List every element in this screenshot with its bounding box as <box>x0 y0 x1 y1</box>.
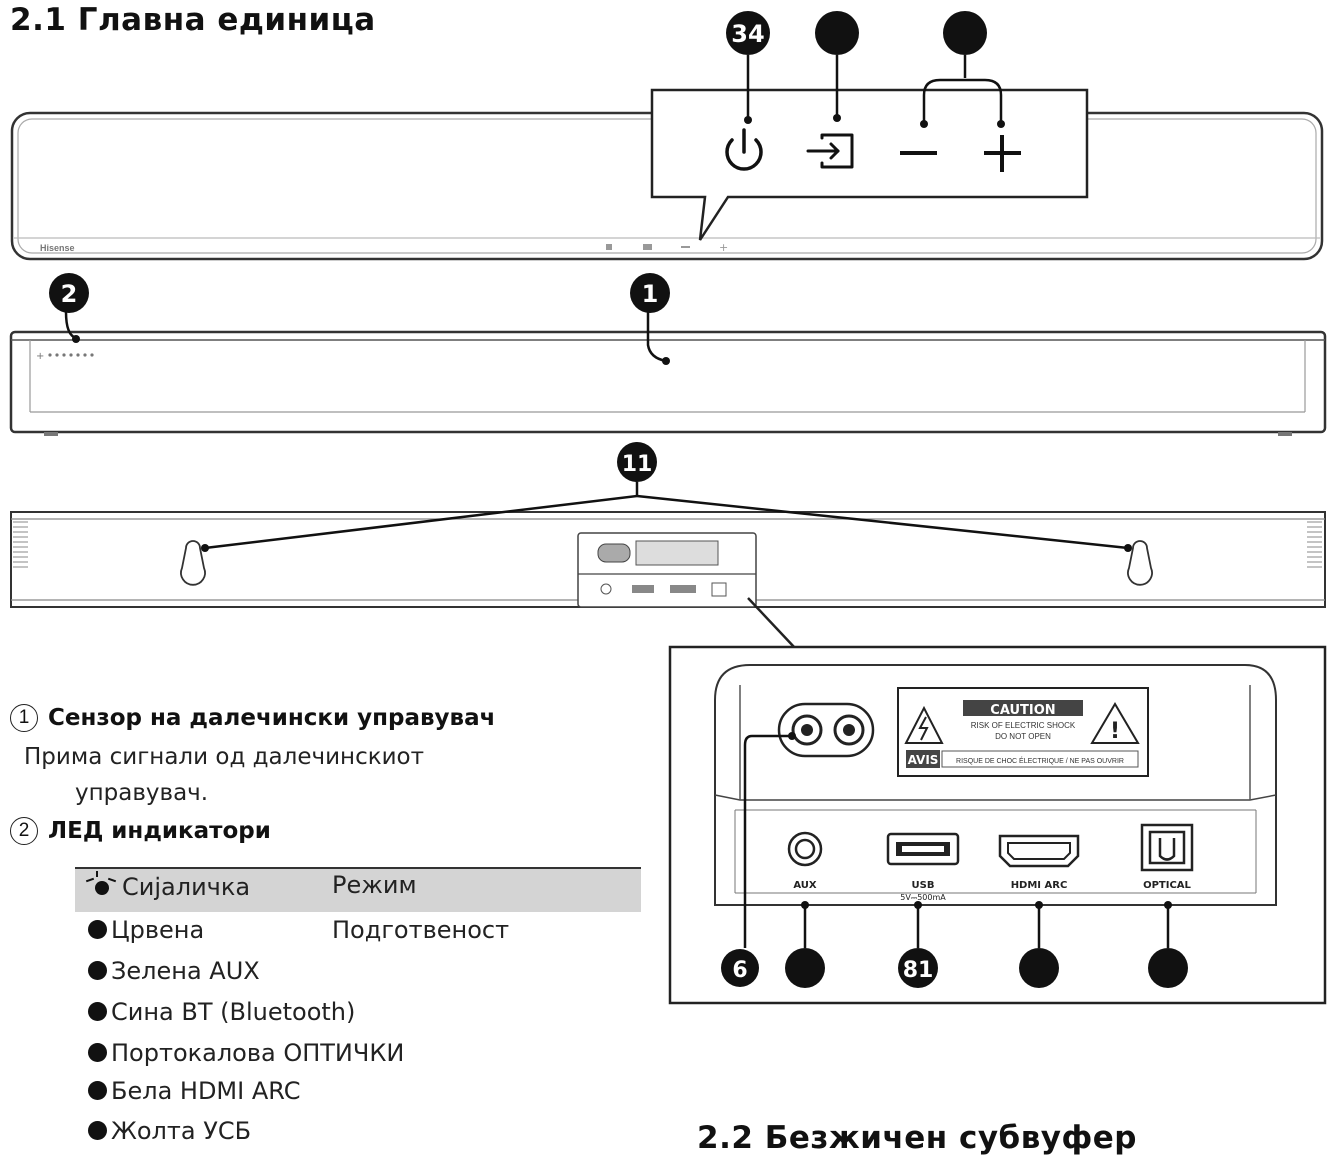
avis-label: AVIS <box>908 753 939 767</box>
soundbar-back-view: 11 <box>10 442 1326 608</box>
usb-port-icon <box>886 832 960 866</box>
port-label-hdmi: HDMI ARC <box>1011 880 1068 891</box>
legend-number-1: 1 <box>10 704 38 732</box>
led-dot-icon <box>88 920 107 939</box>
mini-plus-button: + <box>719 241 728 254</box>
mini-power-button <box>606 244 612 250</box>
callout-label-1: 1 <box>642 280 659 308</box>
led-dot-icon <box>88 1121 107 1140</box>
port-label-optical: OPTICAL <box>1143 880 1191 891</box>
led-row-blue: Сина BT (Bluetooth) <box>88 998 355 1026</box>
led-indicator-row: + <box>36 351 94 362</box>
avis-text: RISQUE DE CHOC ÉLECTRIQUE / NE PAS OUVRI… <box>956 756 1124 765</box>
light-bulb-icon <box>85 871 122 903</box>
led-row-green: Зелена AUX <box>88 957 260 985</box>
callout-bubble-sensor <box>630 273 670 313</box>
led-col-light-label: Сијаличка <box>122 873 251 901</box>
led-row-red: Црвена <box>88 916 204 944</box>
led-row-yellow: Жолта УСБ <box>88 1117 251 1145</box>
legend-item-2-title: 2 ЛЕД индикатори <box>10 817 271 845</box>
input-source-icon <box>806 133 854 169</box>
section-title-subwoofer: 2.2 Безжичен субвуфер <box>697 1120 1137 1156</box>
port-label-usb-rating: 5V⎓500mA <box>900 893 946 902</box>
callout-bubble-usb <box>898 948 938 988</box>
svg-text:+: + <box>36 351 44 362</box>
legend-item-1-desc-line2: управувач. <box>75 780 209 806</box>
led-table-header-light: Сијаличка <box>85 871 251 903</box>
port-label-usb: USB <box>912 880 935 891</box>
led-row-light: Црвена <box>111 916 205 944</box>
caution-line-2: DO NOT OPEN <box>995 732 1051 741</box>
callout-bubble-led <box>49 273 89 313</box>
led-dot-icon <box>88 1002 107 1021</box>
led-table-header-bg <box>75 869 641 912</box>
brand-logo: Hisense <box>40 243 75 253</box>
callout-bubble-source <box>815 11 859 55</box>
led-row-light: Портокалова ОПТИЧКИ <box>111 1039 405 1067</box>
svg-text:!: ! <box>1110 719 1120 744</box>
callout-bubble-volume <box>943 11 987 55</box>
power-icon <box>725 128 763 171</box>
led-row-red-mode: Подготвеност <box>332 916 510 944</box>
led-table-header-mode: Режим <box>332 871 417 899</box>
exclamation-triangle-icon <box>1090 702 1140 744</box>
led-dot-icon <box>88 1081 107 1100</box>
callout-label-81: 81 <box>903 958 934 983</box>
legend-title-1: Сензор на далечински управувач <box>48 705 496 731</box>
callout-label-2: 2 <box>61 280 78 308</box>
callout-bubble-optical <box>1148 948 1188 988</box>
led-row-white: Бела HDMI ARC <box>88 1077 301 1105</box>
power-socket-icon <box>777 702 875 758</box>
callout-label-11: 11 <box>622 452 653 477</box>
wall-mount-hole-right <box>1127 540 1153 586</box>
led-row-light: Зелена AUX <box>111 957 260 985</box>
caution-title: CAUTION <box>990 703 1055 718</box>
buttons-zoom-callout: 34 <box>650 11 1089 241</box>
warning-triangle-icon <box>904 705 944 744</box>
callout-bubble-mount <box>617 442 657 482</box>
callout-bubble-hdmi <box>1019 948 1059 988</box>
connector-zoom-panel: ! CAUTION RISK OF ELECTRIC SHOCK DO NOT … <box>668 597 1327 1005</box>
port-label-aux: AUX <box>793 880 817 891</box>
legend-item-1-desc-line1: Прима сигнали од далечинскиот <box>24 744 425 770</box>
legend-item-1-title: 1 Сензор на далечински управувач <box>10 704 495 732</box>
legend-title-2: ЛЕД индикатори <box>48 818 271 844</box>
callout-bubble-aux <box>785 948 825 988</box>
section-title-main-unit: 2.1 Главна единица <box>10 2 376 38</box>
volume-up-icon <box>984 135 1021 172</box>
aux-port-icon <box>787 831 823 867</box>
soundbar-front-view: + 2 1 <box>9 273 1327 436</box>
optical-port-icon <box>1140 823 1194 872</box>
led-row-light: Бела HDMI ARC <box>111 1077 301 1105</box>
callout-label-34: 34 <box>731 20 764 48</box>
hdmi-port-icon <box>998 834 1080 868</box>
callout-bubble-power <box>726 11 770 55</box>
caution-label: ! CAUTION RISK OF ELECTRIC SHOCK DO NOT … <box>897 687 1149 777</box>
legend-number-2: 2 <box>10 817 38 845</box>
led-row-orange: Портокалова ОПТИЧКИ <box>88 1039 404 1067</box>
callout-bubble-power-socket <box>721 949 759 987</box>
mini-source-button <box>643 244 652 250</box>
caution-line-1: RISK OF ELECTRIC SHOCK <box>971 721 1076 730</box>
led-dot-icon <box>88 1043 107 1062</box>
led-row-light: Сина BT (Bluetooth) <box>111 998 356 1026</box>
led-dot-icon <box>88 961 107 980</box>
led-row-light: Жолта УСБ <box>111 1117 252 1145</box>
wall-mount-hole-left <box>180 540 206 586</box>
callout-label-6: 6 <box>732 958 747 983</box>
